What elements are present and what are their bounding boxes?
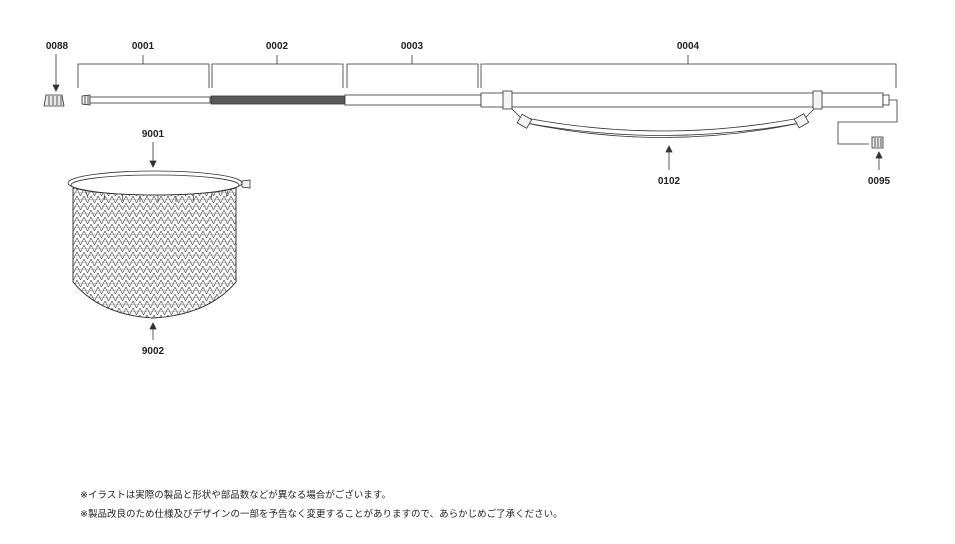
label-0001: 0001 xyxy=(132,41,155,52)
disclaimer-line-2: ※製品改良のため仕様及びデザインの一部を予告なく変更することがありますので、あら… xyxy=(80,509,563,520)
end-cap-0095 xyxy=(837,99,898,170)
frame-clips xyxy=(85,190,229,202)
rod-section-0001 xyxy=(81,94,211,106)
label-0095: 0095 xyxy=(868,176,891,187)
label-0102: 0102 xyxy=(658,176,681,187)
bracket-0003 xyxy=(346,55,479,88)
frame-connector xyxy=(241,179,251,189)
bracket-0001 xyxy=(77,55,210,88)
label-0003: 0003 xyxy=(401,41,424,52)
rod-section-0002-grip xyxy=(210,95,346,105)
rod-section-0004 xyxy=(480,90,890,110)
net-holder-0102 xyxy=(511,108,815,170)
bracket-0004 xyxy=(480,55,897,88)
rod-section-0003 xyxy=(344,94,482,106)
disclaimer-notes: ※イラストは実際の製品と形状や部品数などが異なる場合がございます。 ※製品改良の… xyxy=(80,486,563,524)
label-9002: 9002 xyxy=(142,346,165,357)
net-mesh-outline xyxy=(72,188,237,319)
label-9001: 9001 xyxy=(142,129,165,140)
label-0088: 0088 xyxy=(46,41,69,52)
disclaimer-line-1: ※イラストは実際の製品と形状や部品数などが異なる場合がございます。 xyxy=(80,490,391,501)
handle-rod xyxy=(81,90,890,110)
landing-net xyxy=(67,170,251,319)
net-mesh-9002 xyxy=(72,187,237,319)
segment-brackets xyxy=(77,55,897,88)
arrow-9002 xyxy=(149,322,157,340)
arrow-9001 xyxy=(149,142,157,168)
bracket-0002 xyxy=(211,55,344,88)
label-0002: 0002 xyxy=(266,41,289,52)
end-cap-0088 xyxy=(43,54,65,107)
label-0004: 0004 xyxy=(677,41,700,52)
